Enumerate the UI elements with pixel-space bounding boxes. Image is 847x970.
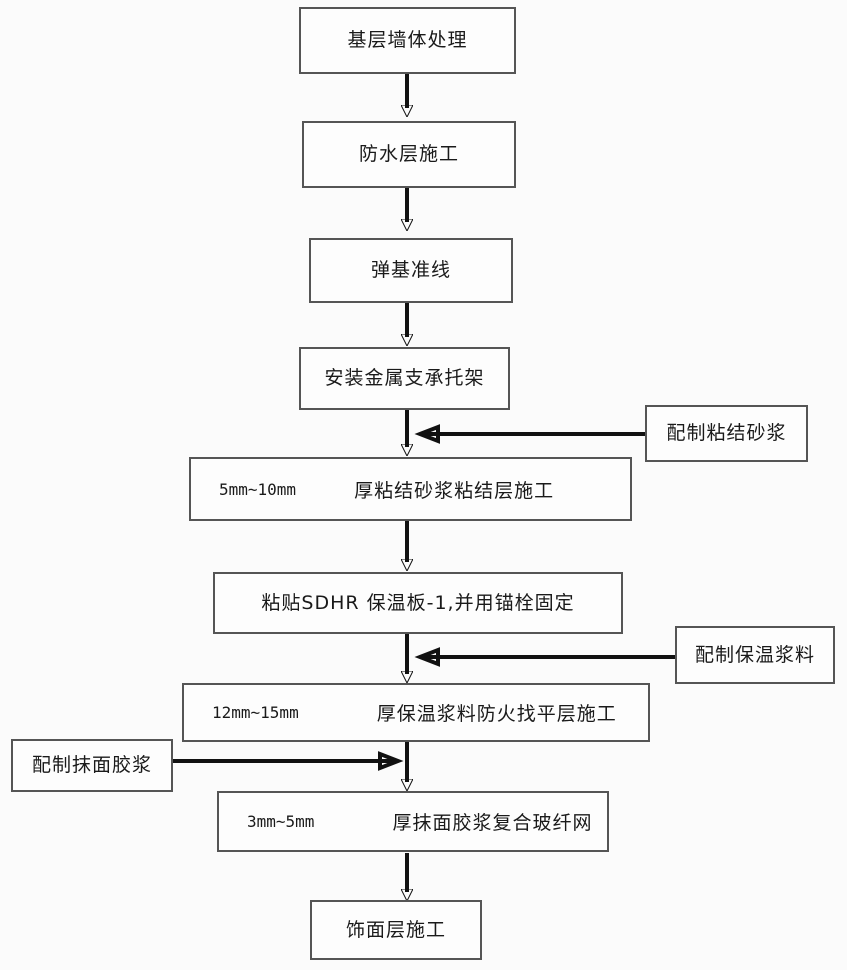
node-thickness-spec: 5mm~10mm xyxy=(219,479,297,499)
node-bonding-mortar-layer[interactable]: 5mm~10mm 厚粘结砂浆粘结层施工 xyxy=(189,457,632,521)
node-label: 厚抹面胶浆复合玻纤网 xyxy=(392,812,593,834)
edge-s2-n7 xyxy=(414,647,675,667)
node-label: 粘贴SDHR 保温板-1,并用锚栓固定 xyxy=(261,591,575,614)
node-prepare-plastering-mortar[interactable]: 配制抹面胶浆 xyxy=(11,739,173,792)
node-label: 弹基准线 xyxy=(370,259,451,282)
node-waterproof-layer[interactable]: 防水层施工 xyxy=(302,121,516,188)
edge-s3-n8 xyxy=(173,751,404,771)
node-finishing-mortar-mesh[interactable]: 3mm~5mm 厚抹面胶浆复合玻纤网 xyxy=(217,791,609,852)
node-thickness-spec: 3mm~5mm xyxy=(247,812,315,831)
node-prepare-bonding-mortar[interactable]: 配制粘结砂浆 xyxy=(645,405,808,462)
node-base-wall-treatment[interactable]: 基层墙体处理 xyxy=(299,7,516,74)
node-label: 安装金属支承托架 xyxy=(324,367,485,390)
node-prepare-insulation-slurry[interactable]: 配制保温浆料 xyxy=(675,626,835,684)
node-label: 防水层施工 xyxy=(358,143,459,166)
node-label: 配制抹面胶浆 xyxy=(31,754,152,777)
node-install-metal-bracket[interactable]: 安装金属支承托架 xyxy=(299,347,510,410)
node-label: 厚粘结砂浆粘结层施工 xyxy=(354,479,555,502)
node-snap-datum-line[interactable]: 弹基准线 xyxy=(309,238,513,303)
node-label: 配制粘结砂浆 xyxy=(666,422,787,445)
node-paste-sdhr-board[interactable]: 粘贴SDHR 保温板-1,并用锚栓固定 xyxy=(213,572,623,634)
node-insulation-fireproof-leveling[interactable]: 12mm~15mm 厚保温浆料防火找平层施工 xyxy=(182,683,650,742)
node-thickness-spec: 12mm~15mm xyxy=(212,703,299,722)
node-label: 基层墙体处理 xyxy=(347,29,468,52)
node-label: 饰面层施工 xyxy=(345,918,446,941)
edge-s1-n5 xyxy=(414,424,645,444)
node-label: 配制保温浆料 xyxy=(694,643,815,666)
node-decorative-finish-layer[interactable]: 饰面层施工 xyxy=(310,900,482,960)
node-label: 厚保温浆料防火找平层施工 xyxy=(376,703,617,725)
